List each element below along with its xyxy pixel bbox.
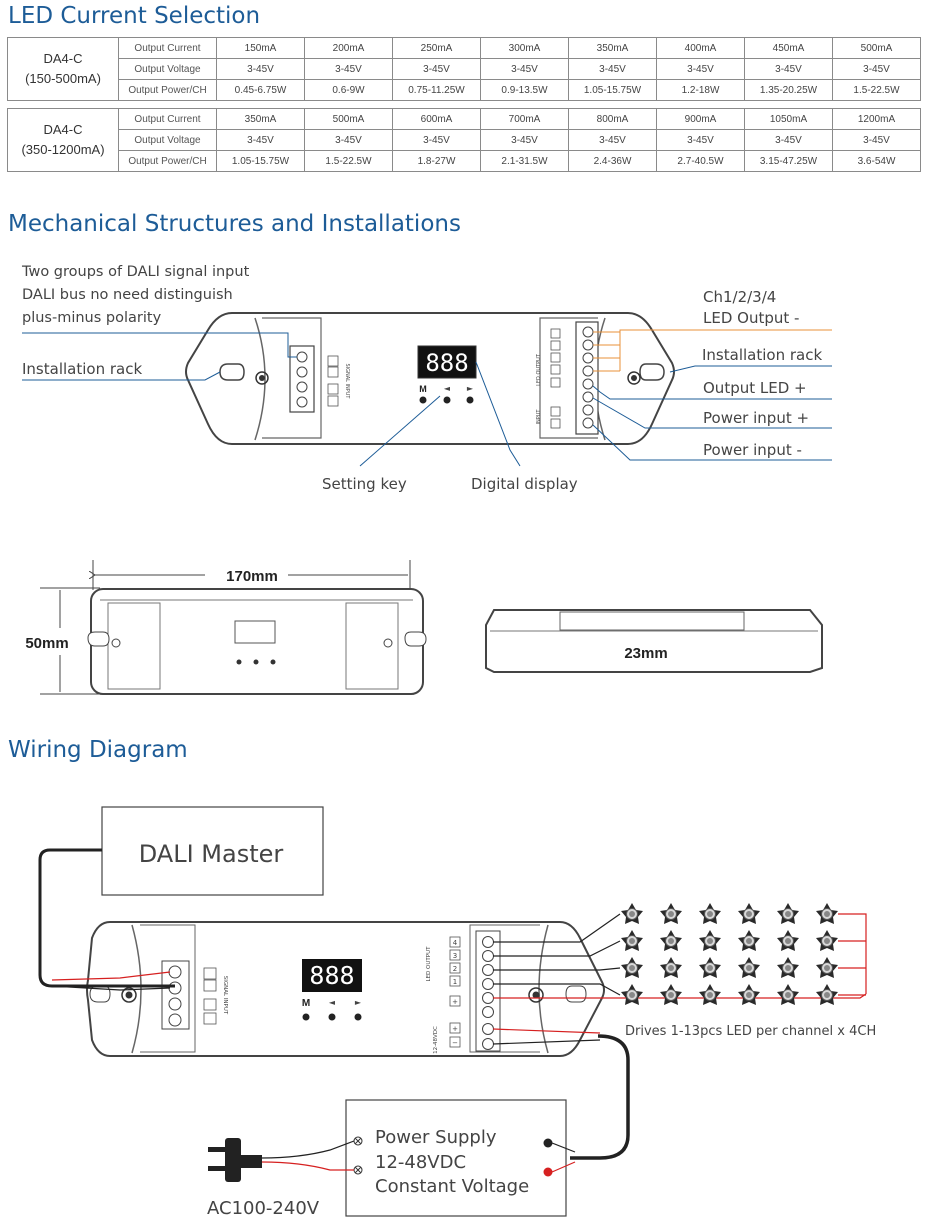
dali-input-note-line3: plus-minus polarity bbox=[22, 310, 162, 326]
dali-master-box bbox=[101, 806, 324, 896]
value-cell: 3.6-54W bbox=[832, 150, 921, 172]
output-led-plus-label: Output LED + bbox=[703, 379, 807, 397]
digital-display bbox=[417, 345, 477, 379]
terminal-plus-out: + bbox=[452, 998, 458, 1006]
value-cell: 1.5-22.5W bbox=[832, 79, 921, 101]
model-name: DA4-C bbox=[43, 51, 83, 66]
display-digits: 888 bbox=[425, 349, 468, 377]
model-name: DA4-C bbox=[43, 122, 83, 137]
key-right-label: ► bbox=[467, 384, 474, 393]
wiring-key-m-label: M bbox=[302, 998, 310, 1009]
ch-output-label-line1: Ch1/2/3/4 bbox=[703, 288, 776, 306]
value-cell: 2.7-40.5W bbox=[656, 150, 745, 172]
wiring-key-left-label: ◄ bbox=[329, 998, 336, 1007]
ch-output-label-line2: LED Output - bbox=[703, 309, 799, 327]
dimension-length: 170mm bbox=[226, 568, 278, 585]
wiring-diagram: DALI Master SIGNAL INPUT 888 M ◄ ► LED O… bbox=[38, 806, 876, 1219]
value-cell: 1.05-15.75W bbox=[216, 150, 305, 172]
section-title-led-current: LED Current Selection bbox=[8, 3, 261, 29]
dali-input-note-line1: Two groups of DALI signal input bbox=[21, 264, 250, 280]
power-input-minus-label: Power input - bbox=[703, 441, 802, 459]
wiring-display-digits: 888 bbox=[309, 961, 354, 990]
model-range: (350-1200mA) bbox=[21, 142, 105, 157]
psu-line3: Constant Voltage bbox=[375, 1176, 529, 1197]
terminal-2: 2 bbox=[453, 965, 457, 973]
dali-master-label: DALI Master bbox=[139, 840, 284, 868]
wiring-signal-input-label: SIGNAL INPUT bbox=[222, 976, 228, 1015]
wiring-key-right-label: ► bbox=[355, 998, 362, 1007]
value-cell: 1.2-18W bbox=[656, 79, 745, 101]
wiring-digital-display bbox=[302, 959, 362, 992]
psu-line2: 12-48VDC bbox=[375, 1152, 466, 1173]
key-left-label: ◄ bbox=[444, 384, 451, 393]
signal-input-label: SIGNAL INPUT bbox=[344, 363, 350, 399]
dimension-side-view: 23mm bbox=[485, 609, 823, 673]
key-m-button[interactable] bbox=[419, 396, 427, 404]
installation-rack-left-label: Installation rack bbox=[22, 360, 142, 378]
terminal-1: 1 bbox=[453, 978, 457, 986]
model-range: (150-500mA) bbox=[25, 71, 101, 86]
wiring-led-output-label: LED OUTPUT bbox=[426, 946, 432, 982]
terminal-3: 3 bbox=[453, 952, 457, 960]
value-cell: 0.75-11.25W bbox=[392, 79, 481, 101]
digital-display-label: Digital display bbox=[471, 475, 578, 493]
drives-note: Drives 1-13pcs LED per channel x 4CH bbox=[625, 1024, 876, 1039]
terminal-minus-in: − bbox=[452, 1039, 458, 1047]
power-supply-box bbox=[345, 1099, 567, 1217]
model-cell: DA4-C (150-500mA) bbox=[7, 37, 119, 101]
wiring-input-voltage-label: 12-48VDC bbox=[433, 1026, 439, 1054]
installation-rack-right-label: Installation rack bbox=[702, 346, 822, 364]
dimension-top-view: 170mm 50mm bbox=[25, 560, 427, 695]
key-right-button[interactable] bbox=[466, 396, 474, 404]
section-title-mechanical: Mechanical Structures and Installations bbox=[8, 211, 461, 237]
model-cell: DA4-C (350-1200mA) bbox=[7, 108, 119, 172]
power-input-plus-label: Power input + bbox=[703, 409, 809, 427]
terminal-4: 4 bbox=[453, 939, 458, 947]
dimension-width: 50mm bbox=[25, 635, 68, 652]
setting-key-label: Setting key bbox=[322, 475, 407, 493]
key-m-label: M bbox=[419, 384, 427, 394]
input-label: INPUT bbox=[536, 409, 542, 425]
led-output-label: LED OUTPUT bbox=[536, 353, 542, 386]
mech-callouts bbox=[22, 329, 832, 467]
psu-line1: Power Supply bbox=[375, 1127, 497, 1148]
ac-input-label: AC100-240V bbox=[207, 1198, 320, 1219]
ac-plug-icon bbox=[225, 1138, 241, 1182]
section-title-wiring: Wiring Diagram bbox=[8, 737, 188, 763]
dimension-height: 23mm bbox=[624, 645, 667, 662]
led-array bbox=[620, 902, 839, 1006]
key-left-button[interactable] bbox=[443, 396, 451, 404]
dali-input-note-line2: DALI bus no need distinguish bbox=[22, 287, 233, 303]
terminal-plus-in: + bbox=[452, 1025, 458, 1033]
